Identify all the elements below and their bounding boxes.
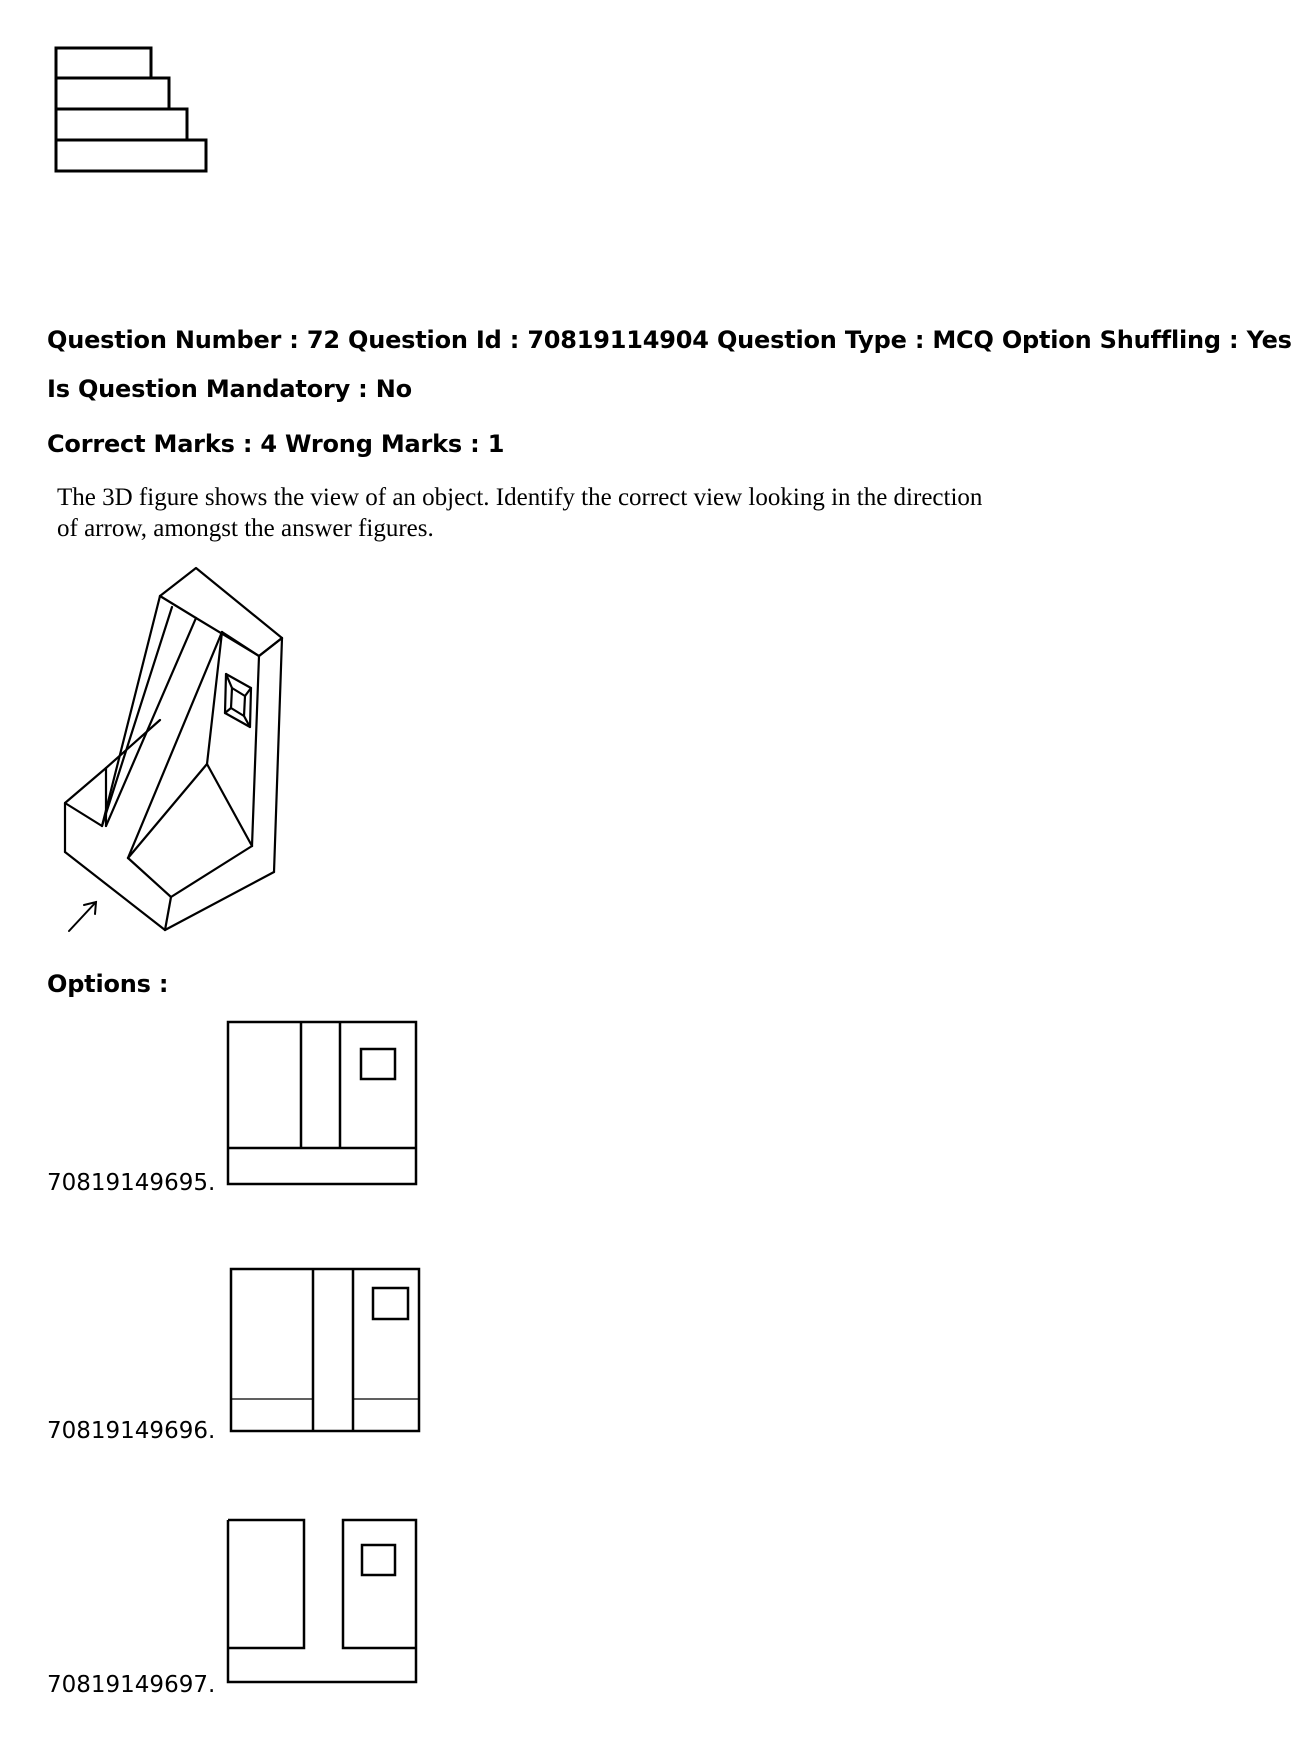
object-3d-figure (63, 566, 284, 932)
window-square (359, 1047, 397, 1081)
step-rect-4 (54, 138, 208, 173)
option-id-1[interactable]: 70819149695. (47, 1170, 216, 1196)
previous-option-figure (54, 46, 208, 173)
window-square (360, 1543, 397, 1577)
step-rect-1 (54, 46, 153, 80)
window-square (371, 1286, 410, 1321)
question-text-line-1: The 3D figure shows the view of an objec… (57, 484, 983, 511)
step-rect-2 (54, 76, 171, 111)
question-meta-line: Question Number : 72 Question Id : 70819… (47, 326, 1292, 354)
option-figure-3[interactable] (226, 1518, 422, 1688)
option-figure-2[interactable] (229, 1267, 425, 1437)
options-label: Options : (47, 970, 169, 998)
marks-line: Correct Marks : 4 Wrong Marks : 1 (47, 430, 505, 458)
option-id-3[interactable]: 70819149697. (47, 1672, 216, 1698)
question-text-line-2: of arrow, amongst the answer figures. (57, 515, 434, 542)
step-rect-3 (54, 107, 189, 142)
option-figure-1[interactable] (226, 1020, 422, 1190)
direction-arrow-icon (68, 900, 98, 932)
mandatory-line: Is Question Mandatory : No (47, 375, 412, 403)
option-id-2[interactable]: 70819149696. (47, 1418, 216, 1444)
